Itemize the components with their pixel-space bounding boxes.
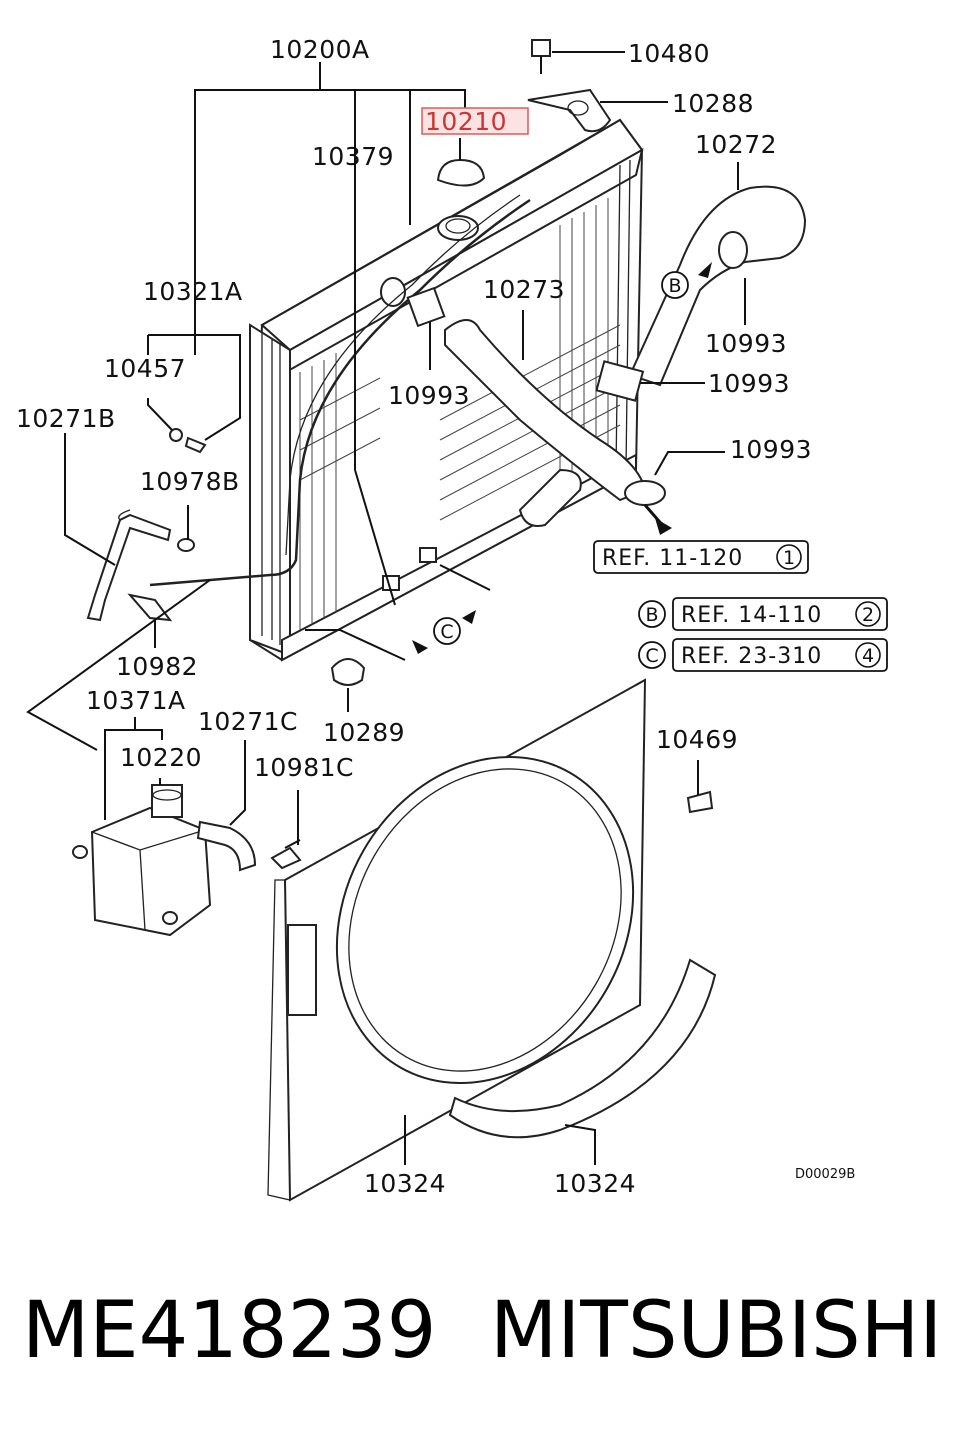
svg-text:1: 1 [783,547,795,569]
ref-box-14-110: B REF. 14-110 2 [638,597,888,631]
ref-box-11-120: REF. 11-120 1 [593,540,809,574]
svg-text:REF. 14-110: REF. 14-110 [681,603,822,628]
label-10993-left: 10993 [388,381,470,410]
label-10993-middle: 10993 [708,369,790,398]
label-10272: 10272 [695,130,777,159]
leader-lines [26,51,746,1165]
label-10982: 10982 [116,652,198,681]
label-10379: 10379 [312,142,394,171]
label-10273: 10273 [483,275,565,304]
part-number: ME418239 [22,1286,437,1376]
label-10457: 10457 [104,354,186,383]
lower-hose-10272 [595,185,807,402]
label-10993-upper-right: 10993 [705,329,787,358]
footer: ME418239 MITSUBISHI [0,1286,960,1396]
label-10981C: 10981C [254,753,354,782]
upper-hose-10273 [406,286,666,506]
svg-text:C: C [440,621,453,643]
label-10321A: 10321A [143,277,243,306]
highlight-10210 [421,107,529,135]
label-10480: 10480 [628,39,710,68]
svg-text:REF. 11-120: REF. 11-120 [602,546,743,571]
label-10220: 10220 [120,743,202,772]
svg-text:B: B [668,275,681,297]
hose-10271C [196,820,257,872]
label-10200A: 10200A [270,35,370,64]
fan-shroud-10324 [267,678,647,1202]
callout-c: C [433,617,461,645]
reservoir-hose-10271B [86,513,172,622]
label-10210: 10210 [425,107,507,136]
callout-b: B [661,271,689,299]
radiator-assembly [248,39,644,662]
diagram-code: D00029B [795,1167,855,1182]
lower-shroud-10324 [448,958,717,1139]
radiator-parts-diagram: 10200A 10480 10210 10288 10379 10272 103… [16,35,888,1202]
svg-text:4: 4 [862,645,874,667]
label-10978B: 10978B [140,467,240,496]
overflow-hose-10379 [149,198,531,587]
label-10993-lower: 10993 [730,435,812,464]
svg-text:REF. 23-310: REF. 23-310 [681,644,822,669]
label-10324-lower: 10324 [554,1169,636,1198]
label-10271B: 10271B [16,404,116,433]
part-labels: 10200A 10480 10210 10288 10379 10272 103… [16,35,812,1198]
reserve-tank-10220 [72,784,212,937]
label-10324-shroud: 10324 [364,1169,446,1198]
label-10271C: 10271C [198,707,298,736]
label-10469: 10469 [656,725,738,754]
label-10288: 10288 [672,89,754,118]
brand-name: MITSUBISHI [490,1286,943,1376]
label-10371A: 10371A [86,686,186,715]
label-10289: 10289 [323,718,405,747]
svg-text:B: B [645,604,658,626]
svg-text:2: 2 [862,604,874,626]
svg-text:C: C [645,645,658,667]
ref-box-23-310: C REF. 23-310 4 [638,638,888,672]
